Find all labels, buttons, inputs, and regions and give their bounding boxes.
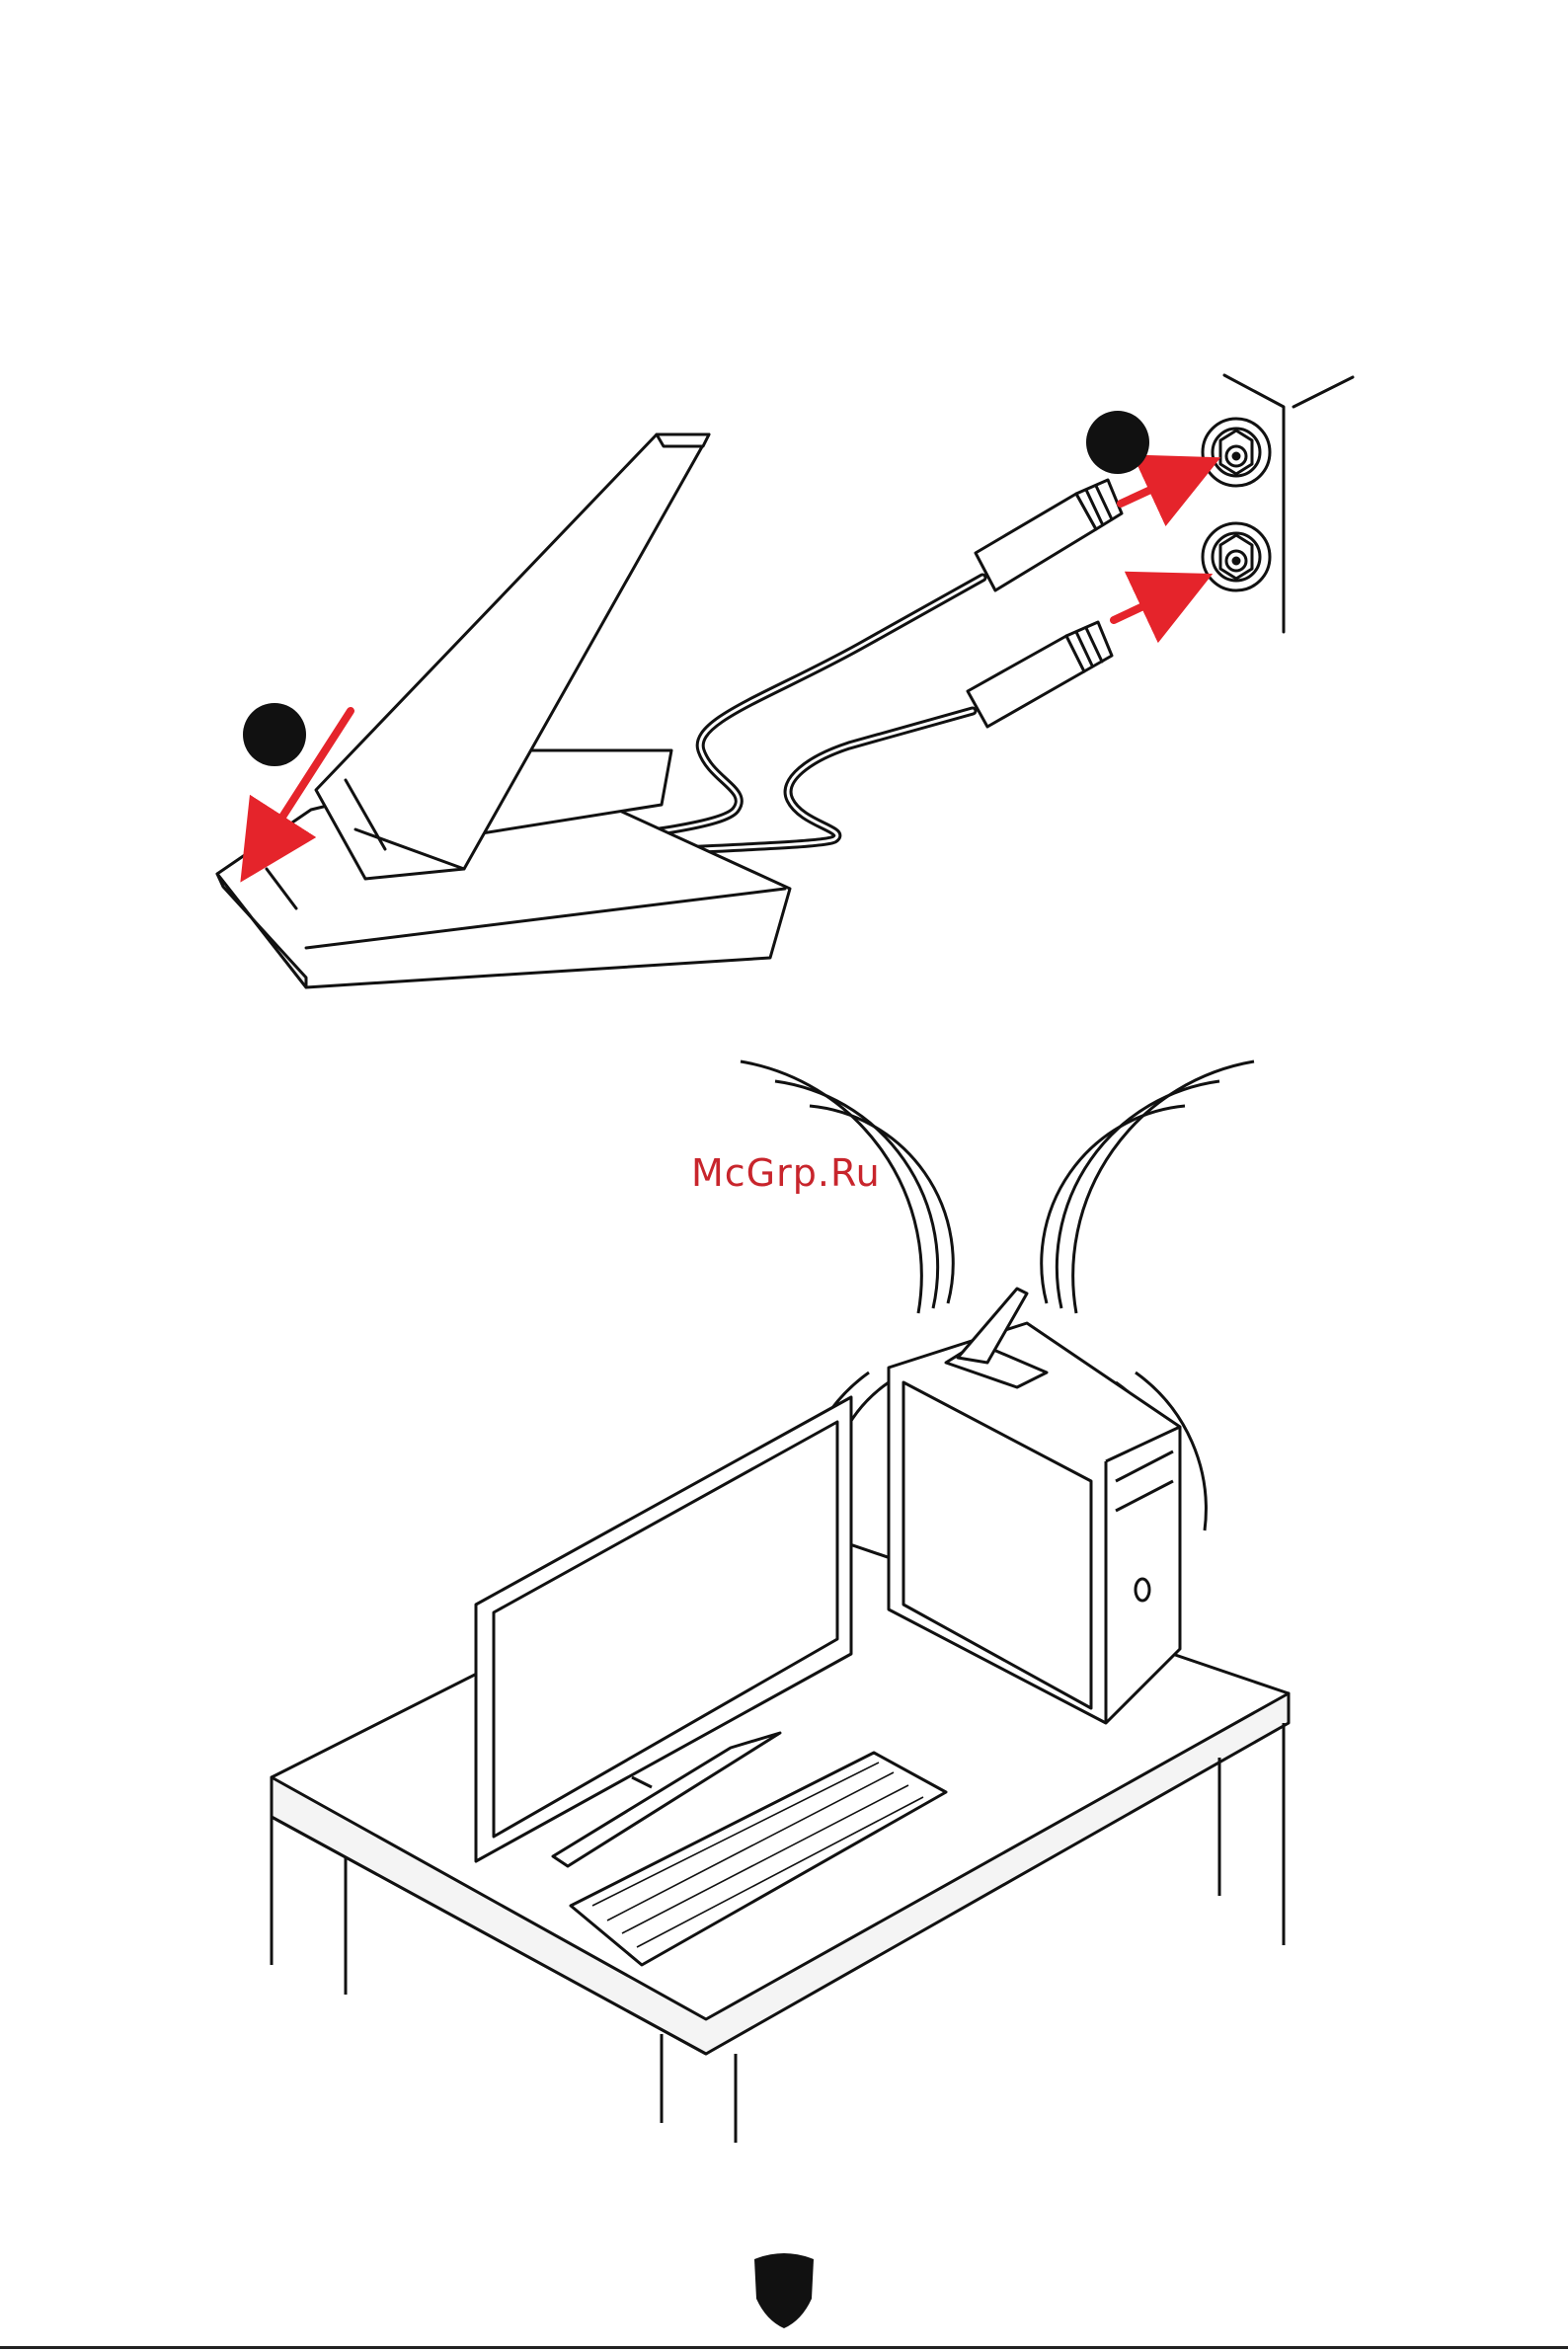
arrow-icon: [1121, 474, 1185, 504]
cable-plug-lower: [968, 622, 1112, 727]
bottom-rule: [0, 2346, 1568, 2349]
antenna-stand: [217, 434, 790, 987]
step-badge-2: [1086, 411, 1149, 474]
step-badge-1: [243, 703, 306, 766]
desk-setup-figure: [272, 1061, 1289, 2143]
shield-icon: [750, 2251, 818, 2330]
coax-connector-icon: [1203, 419, 1270, 486]
cable-plug-upper: [976, 480, 1122, 590]
watermark: McGrp.Ru: [691, 1151, 881, 1195]
arrow-icon: [1114, 590, 1177, 620]
antenna-installation-figure: [217, 375, 1353, 987]
io-panel: [1224, 375, 1353, 632]
coax-connector-icon: [1203, 523, 1270, 590]
